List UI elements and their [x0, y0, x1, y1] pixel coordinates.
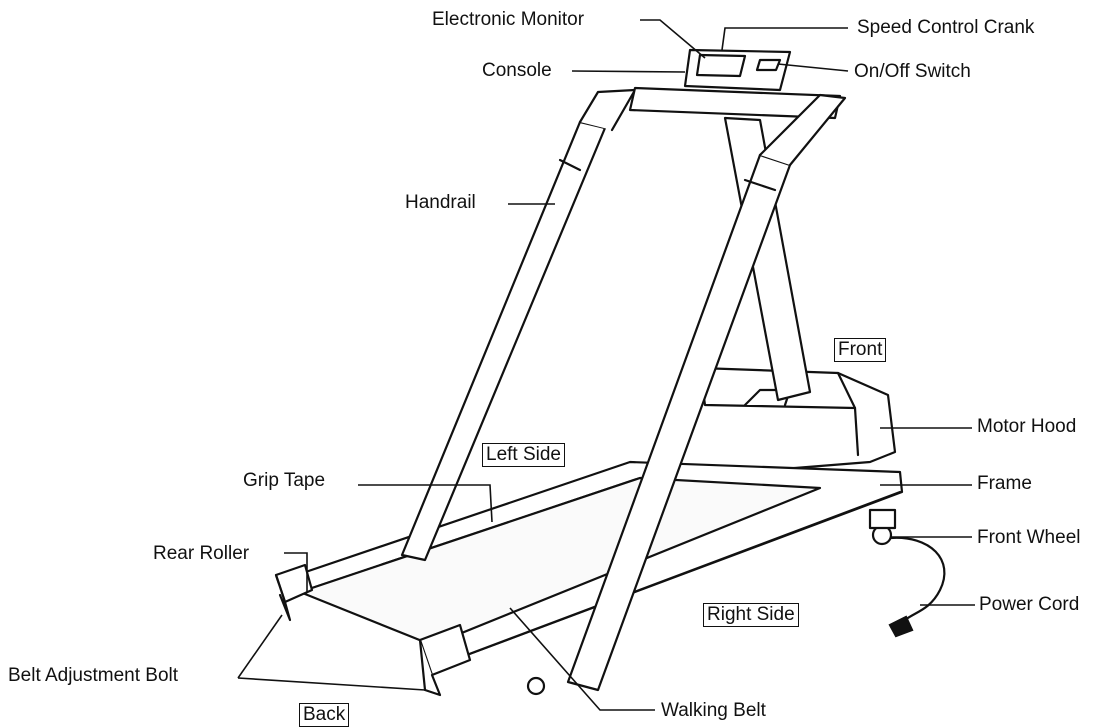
- leader-lines: [237, 19, 975, 711]
- label-right-side: Right Side: [703, 603, 799, 627]
- label-electronic-monitor: Electronic Monitor: [432, 9, 585, 30]
- label-belt-adjustment-bolt: Belt Adjustment Bolt: [8, 665, 179, 686]
- handrail-shape: [400, 88, 637, 562]
- walking-belt-shape: [298, 476, 822, 647]
- rear-wheel-shape: [526, 676, 546, 696]
- label-motor-hood: Motor Hood: [977, 416, 1077, 437]
- label-front-wheel: Front Wheel: [977, 527, 1081, 548]
- label-back: Back: [299, 703, 350, 727]
- motor-hood-shape: [678, 366, 897, 472]
- label-power-cord: Power Cord: [979, 594, 1080, 615]
- label-handrail: Handrail: [405, 192, 476, 213]
- end-cap-shape: [418, 623, 472, 697]
- console-shape: [628, 48, 842, 120]
- label-console: Console: [482, 60, 552, 81]
- front-upright-shape: [723, 116, 812, 402]
- front-handrail-shape: [566, 93, 847, 692]
- label-left-side: Left Side: [482, 443, 565, 467]
- rear-roller-shape: [274, 563, 314, 622]
- label-speed-control-crank: Speed Control Crank: [857, 17, 1035, 38]
- label-front: Front: [834, 338, 887, 362]
- front-wheel-shape: [868, 508, 897, 546]
- label-on-off-switch: On/Off Switch: [854, 61, 971, 82]
- label-walking-belt: Walking Belt: [661, 700, 766, 721]
- label-rear-roller: Rear Roller: [153, 543, 250, 564]
- power-cord-shape: [888, 536, 946, 638]
- label-frame: Frame: [977, 473, 1032, 494]
- label-grip-tape: Grip Tape: [243, 470, 326, 491]
